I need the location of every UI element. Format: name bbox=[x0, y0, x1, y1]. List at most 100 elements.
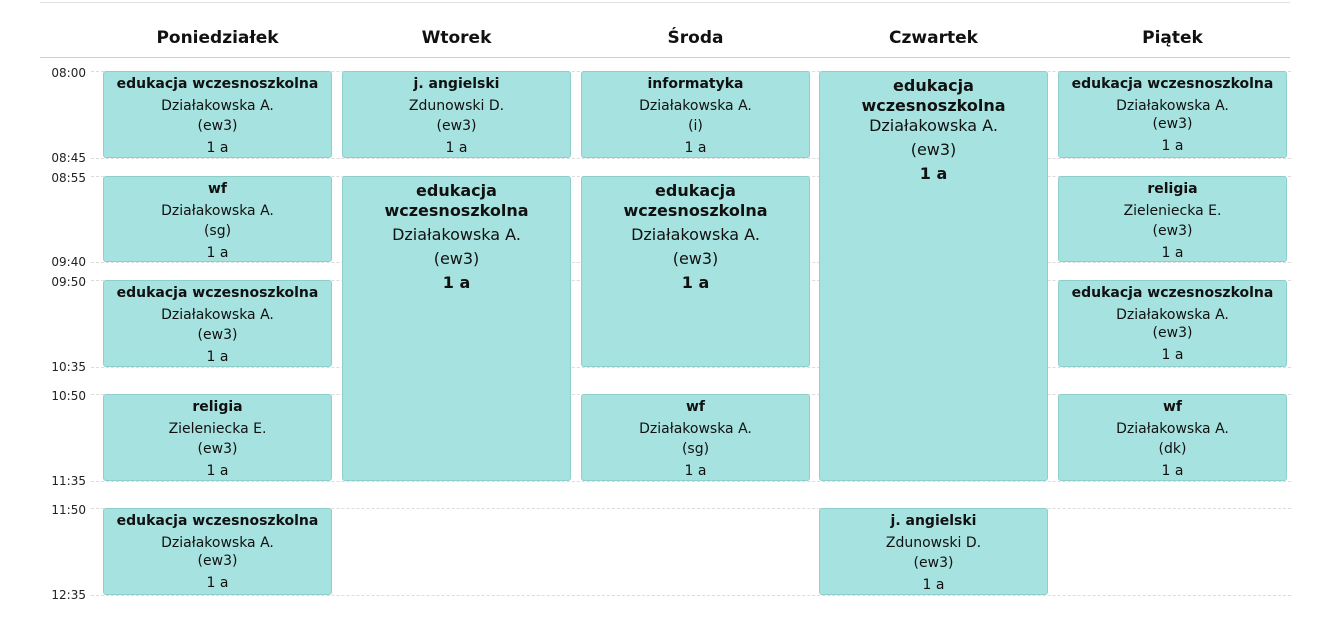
lesson-class: 1 a bbox=[206, 245, 229, 261]
time-gridline bbox=[91, 158, 1291, 159]
lesson-class: 1 a bbox=[919, 164, 948, 183]
lesson-room: (ew3) bbox=[433, 249, 480, 268]
lesson-teacher: Zieleniecka E. bbox=[1123, 203, 1222, 219]
lesson-subject: religia bbox=[192, 399, 243, 415]
time-label: 08:00 bbox=[51, 66, 86, 80]
lesson-class: 1 a bbox=[206, 463, 229, 479]
header-divider bbox=[40, 57, 1290, 58]
lesson-card[interactable]: edukacja wczesnoszkolna Działakowska A. … bbox=[581, 176, 810, 367]
time-label: 08:45 bbox=[51, 151, 86, 165]
time-label: 12:35 bbox=[51, 588, 86, 602]
lesson-subject: edukacja wczesnoszkolna bbox=[1071, 76, 1274, 92]
day-header-tuesday: Wtorek bbox=[421, 28, 492, 48]
lesson-subject: edukacja wczesnoszkolna bbox=[861, 76, 1006, 115]
lesson-card[interactable]: j. angielski Zdunowski D. (ew3) 1 a bbox=[819, 508, 1048, 595]
lesson-room: (ew3) bbox=[672, 249, 719, 268]
lesson-teacher: Działakowska A. bbox=[161, 98, 274, 114]
lesson-subject: wf bbox=[207, 181, 228, 197]
lesson-card[interactable]: wf Działakowska A. (sg) 1 a bbox=[581, 394, 810, 481]
time-gridline bbox=[91, 508, 1291, 509]
lesson-class: 1 a bbox=[206, 575, 229, 591]
lesson-teacher: Działakowska A. bbox=[869, 116, 998, 135]
lesson-teacher: Działakowska A. bbox=[631, 225, 760, 244]
lesson-subject: religia bbox=[1147, 181, 1198, 197]
lesson-class: 1 a bbox=[442, 273, 471, 292]
lesson-room: (ew3) bbox=[913, 555, 954, 571]
lesson-room: (ew3) bbox=[436, 118, 477, 134]
lesson-class: 1 a bbox=[206, 349, 229, 365]
lesson-card[interactable]: edukacja wczesnoszkolna Działakowska A. … bbox=[1058, 71, 1287, 158]
day-header-monday: Poniedziałek bbox=[156, 28, 279, 48]
lesson-teacher: Działakowska A. bbox=[161, 307, 274, 323]
lesson-class: 1 a bbox=[1161, 245, 1184, 261]
time-label: 10:50 bbox=[51, 389, 86, 403]
lesson-teacher: Działakowska A. bbox=[1116, 307, 1229, 323]
lesson-card[interactable]: edukacja wczesnoszkolna Działakowska A. … bbox=[342, 176, 571, 481]
lesson-class: 1 a bbox=[1161, 138, 1184, 154]
lesson-card[interactable]: wf Działakowska A. (sg) 1 a bbox=[103, 176, 332, 262]
lesson-class: 1 a bbox=[1161, 463, 1184, 479]
lesson-card[interactable]: religia Zieleniecka E. (ew3) 1 a bbox=[103, 394, 332, 481]
lesson-subject: j. angielski bbox=[413, 76, 500, 92]
lesson-teacher: Zieleniecka E. bbox=[168, 421, 267, 437]
lesson-card[interactable]: j. angielski Zdunowski D. (ew3) 1 a bbox=[342, 71, 571, 158]
lesson-room: (ew3) bbox=[197, 553, 238, 569]
lesson-subject: wf bbox=[1162, 399, 1183, 415]
lesson-room: (i) bbox=[688, 118, 703, 134]
lesson-room: (sg) bbox=[203, 223, 232, 239]
lesson-teacher: Działakowska A. bbox=[392, 225, 521, 244]
lesson-card[interactable]: wf Działakowska A. (dk) 1 a bbox=[1058, 394, 1287, 481]
lesson-teacher: Zdunowski D. bbox=[885, 535, 982, 551]
lesson-card[interactable]: edukacja wczesnoszkolna Działakowska A. … bbox=[103, 71, 332, 158]
lesson-class: 1 a bbox=[1161, 347, 1184, 363]
time-label: 11:50 bbox=[51, 503, 86, 517]
lesson-card[interactable]: religia Zieleniecka E. (ew3) 1 a bbox=[1058, 176, 1287, 262]
lesson-card[interactable]: edukacja wczesnoszkolna Działakowska A. … bbox=[819, 71, 1048, 481]
lesson-subject: edukacja wczesnoszkolna bbox=[384, 181, 529, 220]
lesson-card[interactable]: informatyka Działakowska A. (i) 1 a bbox=[581, 71, 810, 158]
lesson-room: (ew3) bbox=[197, 441, 238, 457]
lesson-subject: j. angielski bbox=[890, 513, 977, 529]
lesson-room: (ew3) bbox=[1152, 116, 1193, 132]
lesson-card[interactable]: edukacja wczesnoszkolna Działakowska A. … bbox=[103, 508, 332, 595]
lesson-subject: edukacja wczesnoszkolna bbox=[116, 76, 319, 92]
time-gridline bbox=[91, 367, 1291, 368]
time-label: 09:50 bbox=[51, 275, 86, 289]
lesson-teacher: Działakowska A. bbox=[639, 98, 752, 114]
lesson-class: 1 a bbox=[684, 140, 707, 156]
lesson-teacher: Działakowska A. bbox=[161, 535, 274, 551]
time-gridline bbox=[91, 481, 1291, 482]
lesson-subject: edukacja wczesnoszkolna bbox=[1071, 285, 1274, 301]
day-header-wednesday: Środa bbox=[667, 28, 724, 48]
lesson-room: (ew3) bbox=[910, 140, 957, 159]
time-label: 08:55 bbox=[51, 171, 86, 185]
lesson-subject: wf bbox=[685, 399, 706, 415]
lesson-class: 1 a bbox=[206, 140, 229, 156]
lesson-room: (ew3) bbox=[1152, 325, 1193, 341]
lesson-room: (ew3) bbox=[197, 118, 238, 134]
lesson-room: (ew3) bbox=[1152, 223, 1193, 239]
top-border bbox=[40, 2, 1290, 3]
lesson-subject: edukacja wczesnoszkolna bbox=[623, 181, 768, 220]
lesson-teacher: Działakowska A. bbox=[1116, 421, 1229, 437]
lesson-subject: edukacja wczesnoszkolna bbox=[116, 285, 319, 301]
lesson-class: 1 a bbox=[922, 577, 945, 593]
lesson-teacher: Zdunowski D. bbox=[408, 98, 505, 114]
lesson-subject: edukacja wczesnoszkolna bbox=[116, 513, 319, 529]
lesson-room: (ew3) bbox=[197, 327, 238, 343]
lesson-card[interactable]: edukacja wczesnoszkolna Działakowska A. … bbox=[1058, 280, 1287, 367]
lesson-room: (dk) bbox=[1158, 441, 1187, 457]
time-label: 09:40 bbox=[51, 255, 86, 269]
time-label: 10:35 bbox=[51, 360, 86, 374]
lesson-class: 1 a bbox=[445, 140, 468, 156]
time-gridline bbox=[91, 595, 1291, 596]
lesson-subject: informatyka bbox=[647, 76, 744, 92]
lesson-teacher: Działakowska A. bbox=[1116, 98, 1229, 114]
day-header-thursday: Czwartek bbox=[889, 28, 978, 48]
lesson-teacher: Działakowska A. bbox=[161, 203, 274, 219]
lesson-class: 1 a bbox=[681, 273, 710, 292]
lesson-card[interactable]: edukacja wczesnoszkolna Działakowska A. … bbox=[103, 280, 332, 367]
time-label: 11:35 bbox=[51, 474, 86, 488]
lesson-class: 1 a bbox=[684, 463, 707, 479]
lesson-room: (sg) bbox=[681, 441, 710, 457]
